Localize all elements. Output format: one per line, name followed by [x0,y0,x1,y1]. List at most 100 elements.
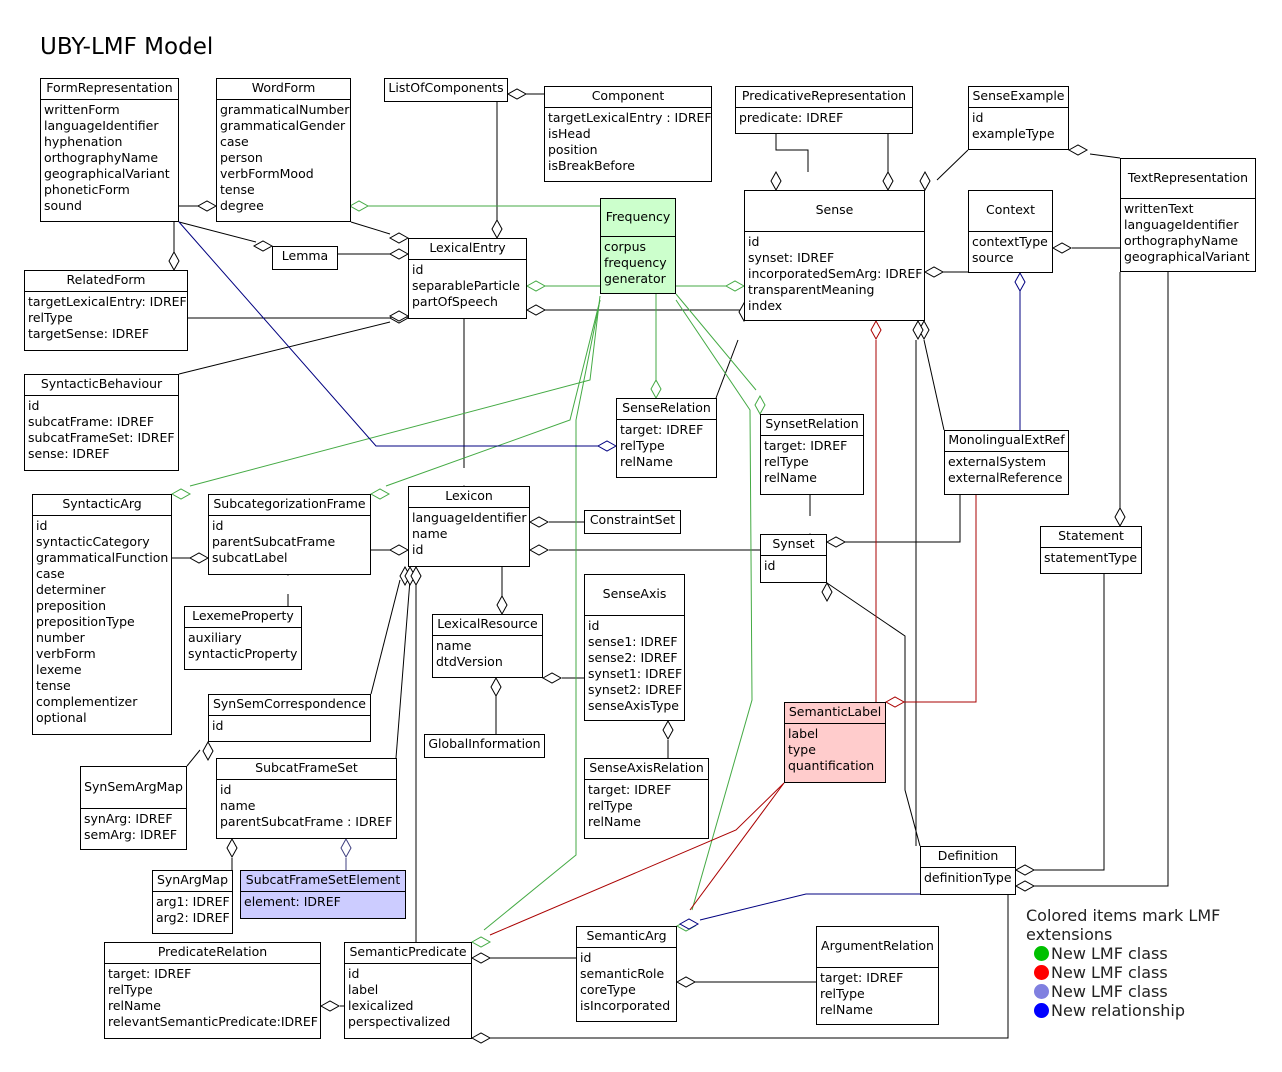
class-name: SubcatFrameSetElement [241,871,405,892]
association-line [675,299,753,911]
attribute: id [748,234,760,249]
class-constraint-set[interactable]: ConstraintSet [584,510,681,534]
attribute: label [348,982,379,997]
attribute: name [220,798,256,813]
aggregation-diamond-icon [252,240,274,252]
attribute: id [412,262,424,277]
attribute: sense1: IDREF [588,634,678,649]
aggregation-diamond-icon [528,516,550,528]
aggregation-diamond-icon [528,544,550,556]
class-global-information[interactable]: GlobalInformation [424,734,545,758]
attribute: number [36,630,85,645]
attribute: relName [588,814,641,829]
attribute: arg2: IDREF [156,910,230,925]
aggregation-diamond-icon [1114,506,1126,528]
class-name: PredicativeRepresentation [736,87,912,108]
aggregation-diamond-icon [470,952,492,964]
attribute: parentSubcatFrame [212,534,336,549]
association-line [178,221,598,447]
attribute: target: IDREF [764,438,848,453]
aggregation-diamond-icon [319,1000,341,1012]
class-name: SyntacticBehaviour [25,375,178,396]
legend-label: New LMF class [1051,982,1168,1001]
attribute: externalSystem [948,454,1047,469]
attribute: relType [588,798,633,813]
attribute: synset: IDREF [748,250,835,265]
legend-label: New LMF class [1051,944,1168,963]
attribute: languageIdentifier [412,510,527,525]
attribute: prepositionType [36,614,135,629]
attribute: frequency [604,255,667,270]
attribute: quantification [788,758,875,773]
attribute: tense [36,678,71,693]
class-name: SyntacticArg [33,495,171,516]
attribute: relType [820,986,865,1001]
class-name: GlobalInformation [428,736,541,751]
attribute: partOfSpeech [412,294,498,309]
attribute: case [36,566,65,581]
legend-heading: Colored items mark LMF extensions [1026,906,1221,944]
class-name: TextRepresentation [1121,159,1255,199]
attribute: lexeme [36,662,82,677]
attribute: id [588,618,600,633]
attribute: target: IDREF [588,782,672,797]
class-name: SemanticArg [577,927,676,948]
class-list-of-components[interactable]: ListOfComponents [384,78,508,102]
aggregation-diamond-icon [923,266,945,278]
attribute: label [788,726,819,741]
aggregation-diamond-icon [196,200,218,212]
class-name: ListOfComponents [388,80,504,95]
class-name: SubcatFrameSet [217,759,396,780]
aggregation-diamond-icon [470,936,492,948]
attribute: id [412,542,424,557]
association-line [826,582,921,847]
aggregation-diamond-icon [724,280,746,292]
attribute: relevantSemanticPredicate:IDREF [108,1014,318,1029]
class-name: SynsetRelation [761,415,863,436]
legend-label: New relationship [1051,1001,1186,1020]
class-name: Definition [921,847,1015,868]
class-name: SenseExample [969,87,1068,108]
aggregation-diamond-icon [388,544,410,556]
attribute: preposition [36,598,107,613]
class-name: Component [545,87,711,108]
class-lemma[interactable]: Lemma [272,246,338,270]
